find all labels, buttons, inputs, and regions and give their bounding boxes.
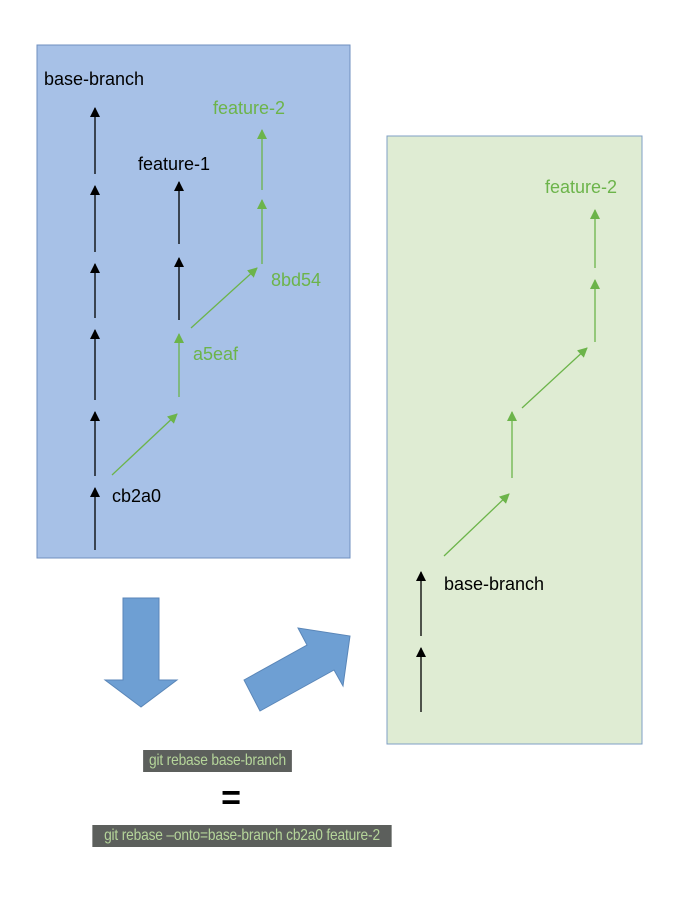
after-rebase-panel: [386, 135, 643, 745]
commit-label-cb2a0: cb2a0: [112, 486, 161, 506]
before-rebase-panel: [36, 44, 351, 559]
down-arrow-shape: [103, 597, 179, 708]
rebased-feature2-commit-arrow: [521, 347, 588, 409]
feature1-label: feature-1: [138, 154, 210, 174]
feature2-commit-arrow: [111, 413, 178, 476]
commit-label-8bd54: 8bd54: [271, 270, 321, 290]
commit-label-a5eaf: a5eaf: [193, 344, 239, 364]
feature2-label: feature-2: [213, 98, 285, 118]
base-branch-label: base-branch: [44, 69, 144, 89]
rebased-base-branch-label: base-branch: [444, 574, 544, 594]
rebase-onto-command: git rebase –onto=base-branch cb2a0 featu…: [92, 825, 392, 847]
equals-sign: =: [221, 779, 241, 817]
rebase-command: git rebase base-branch: [143, 750, 292, 772]
rebased-feature2-commit-arrow: [443, 493, 510, 557]
feature2-commit-arrow: [190, 267, 258, 329]
diagonal-arrow-shape: [243, 627, 351, 712]
rebased-feature2-label: feature-2: [545, 177, 617, 197]
